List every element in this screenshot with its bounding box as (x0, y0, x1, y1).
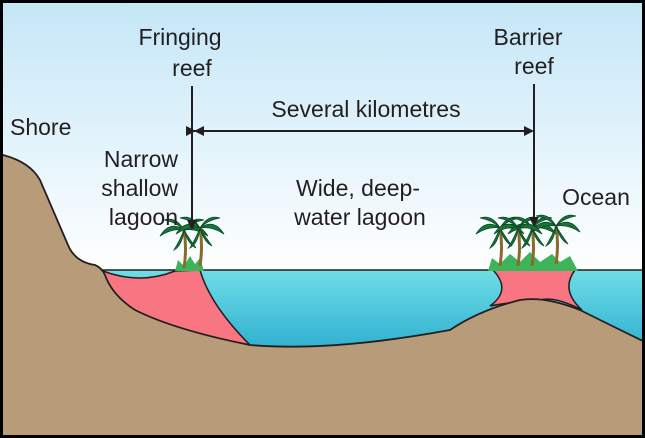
shore-label: Shore (10, 114, 71, 140)
narrow-lagoon-label-2: shallow (101, 175, 178, 201)
narrow-lagoon-label-3: lagoon (109, 204, 178, 230)
ocean-label: Ocean (562, 184, 630, 210)
barrier-reef-island (474, 213, 582, 271)
barrier-reef-label: Barrier (493, 24, 562, 50)
wide-lagoon-label-1: Wide, deep- (296, 175, 420, 201)
wide-lagoon-label-2: water lagoon (293, 204, 426, 230)
barrier-reef-label-2: reef (514, 53, 554, 79)
grass (175, 256, 204, 271)
narrow-lagoon-label-1: Narrow (104, 146, 179, 172)
seabed-land (0, 154, 645, 438)
fringing-reef-label: Fringing (138, 24, 221, 50)
distance-label: Several kilometres (271, 96, 460, 122)
fringing-reef-label-2: reef (172, 55, 212, 81)
fringing-reef-island (158, 215, 226, 271)
